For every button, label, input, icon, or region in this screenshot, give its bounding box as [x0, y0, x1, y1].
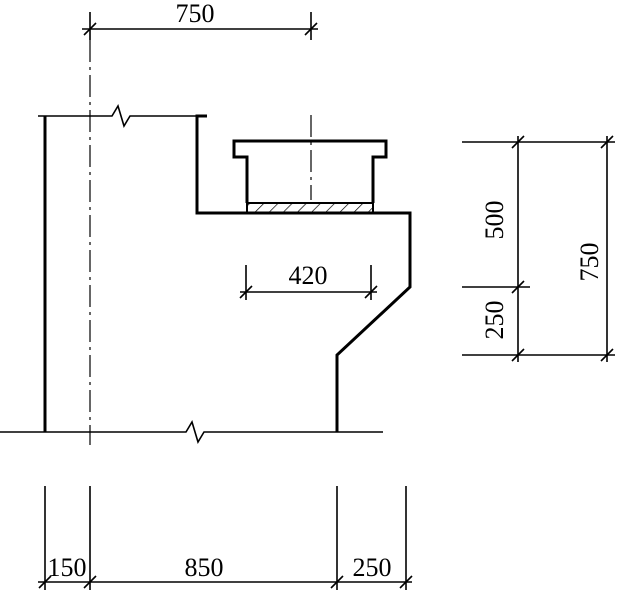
- dimension-top-750: 750: [82, 0, 318, 40]
- dimension-bottom-group: 150 850 250: [38, 486, 413, 590]
- top-break-line: [38, 104, 207, 128]
- dimension-corbel-420: 420: [239, 261, 378, 300]
- bearing-pad-hatched: [246, 202, 374, 214]
- dimension-bottom-850-label: 850: [185, 553, 224, 582]
- bottom-break-line: [0, 420, 383, 444]
- dimension-bottom-150-label: 150: [48, 553, 87, 582]
- column-corbel-outline: [43, 114, 412, 432]
- dimension-corbel-label: 420: [289, 261, 328, 290]
- dimension-top-label: 750: [176, 0, 215, 28]
- dimension-bottom-250-label: 250: [353, 553, 392, 582]
- dimension-right-group: 500 250 750: [462, 135, 615, 362]
- dimension-right-750-label: 750: [575, 243, 604, 282]
- dimension-right-500-label: 500: [480, 201, 509, 240]
- dimension-right-250-label: 250: [480, 301, 509, 340]
- crane-beam: [232, 139, 388, 203]
